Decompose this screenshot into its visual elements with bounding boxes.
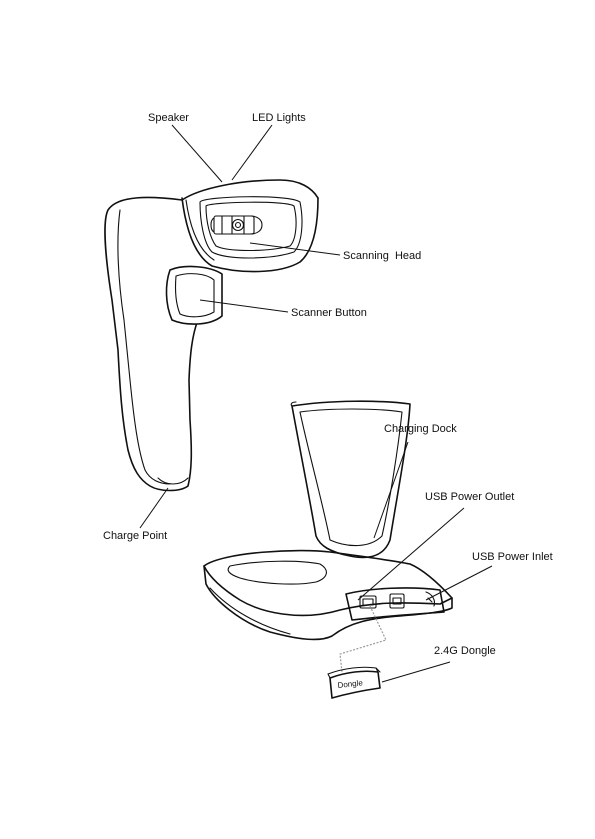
label-2-4g-dongle: 2.4G Dongle	[434, 645, 496, 657]
label-usb-power-outlet: USB Power Outlet	[425, 491, 514, 503]
label-charging-dock: Charging Dock	[384, 423, 457, 435]
charging-dock	[204, 401, 452, 639]
label-scanner-button: Scanner Button	[291, 307, 367, 319]
label-charge-point: Charge Point	[103, 530, 167, 542]
leader-scanning-head	[250, 243, 340, 255]
scanner-handset	[105, 180, 318, 491]
leader-dongle	[382, 662, 450, 682]
label-scanning-head: Scanning Head	[343, 250, 421, 262]
label-usb-power-inlet: USB Power Inlet	[472, 551, 553, 563]
leader-charge-point	[140, 488, 168, 528]
label-speaker: Speaker	[148, 112, 189, 124]
leader-speaker	[172, 125, 222, 182]
leader-usb-power-outlet	[358, 508, 464, 600]
label-led-lights: LED Lights	[252, 112, 306, 124]
leader-charging-dock	[374, 442, 408, 538]
leader-led-lights	[232, 125, 272, 180]
